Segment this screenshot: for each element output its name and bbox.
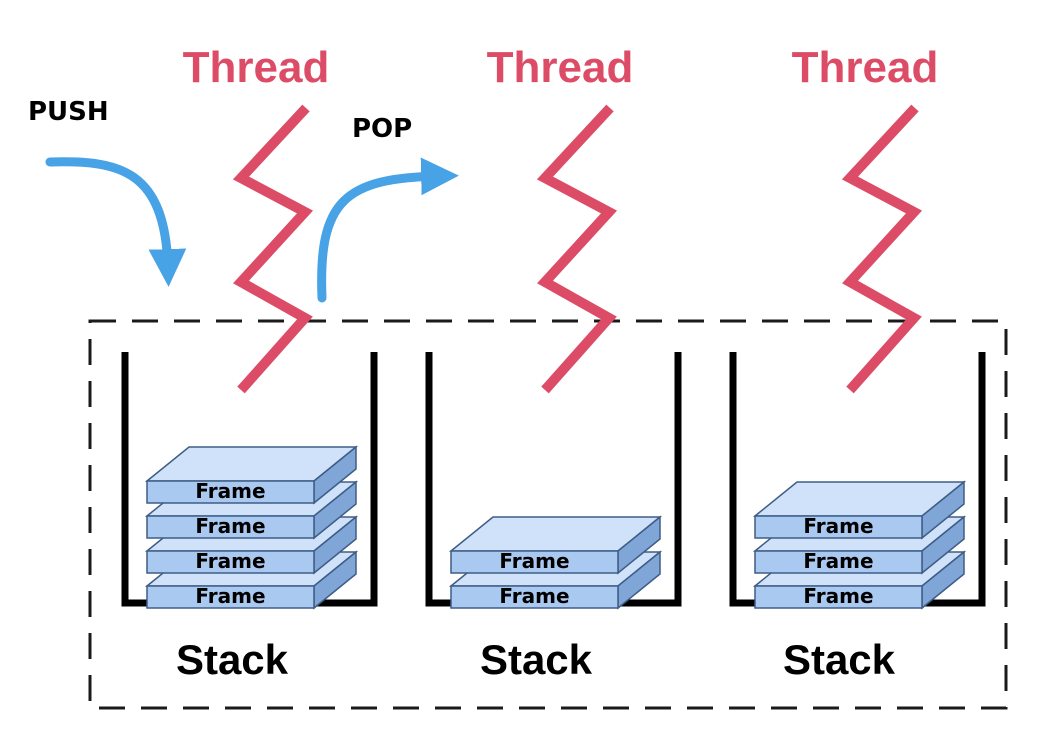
frame-label: Frame [803, 549, 873, 573]
frame-label: Frame [803, 514, 873, 538]
thread-zigzag-3 [841, 104, 923, 394]
frame-front-face [754, 515, 923, 539]
jvm-stack-area-boundary [88, 319, 1008, 710]
pop-arrow [317, 157, 459, 303]
frame-front-face [754, 550, 923, 574]
frame-front-face [754, 585, 923, 609]
thread-zigzag-2 [536, 104, 618, 394]
pop-label: POP [352, 114, 412, 144]
frame-label: Frame [499, 584, 569, 608]
frame-front-face [146, 480, 315, 504]
frame-block: Frame [752, 480, 967, 540]
frame-front-face [146, 515, 315, 539]
frame-front-face [450, 550, 619, 574]
stack-label-2: Stack [480, 636, 593, 683]
push-arrow [45, 157, 187, 287]
thread-label-3: Thread [792, 43, 939, 92]
frame-label: Frame [195, 549, 265, 573]
frame-label: Frame [195, 514, 265, 538]
frame-label: Frame [195, 584, 265, 608]
frame-block: Frame [448, 515, 663, 575]
frame-block: Frame [144, 445, 359, 505]
thread-label-2: Thread [487, 43, 634, 92]
frame-front-face [146, 585, 315, 609]
push-label: PUSH [28, 97, 109, 127]
thread-label-1: Thread [183, 43, 330, 92]
stack-label-1: Stack [176, 636, 289, 683]
frame-front-face [146, 550, 315, 574]
frame-front-face [450, 585, 619, 609]
frame-label: Frame [195, 479, 265, 503]
thread-zigzag-1 [232, 104, 314, 394]
frame-label: Frame [499, 549, 569, 573]
frame-label: Frame [803, 584, 873, 608]
stack-label-3: Stack [783, 636, 896, 683]
